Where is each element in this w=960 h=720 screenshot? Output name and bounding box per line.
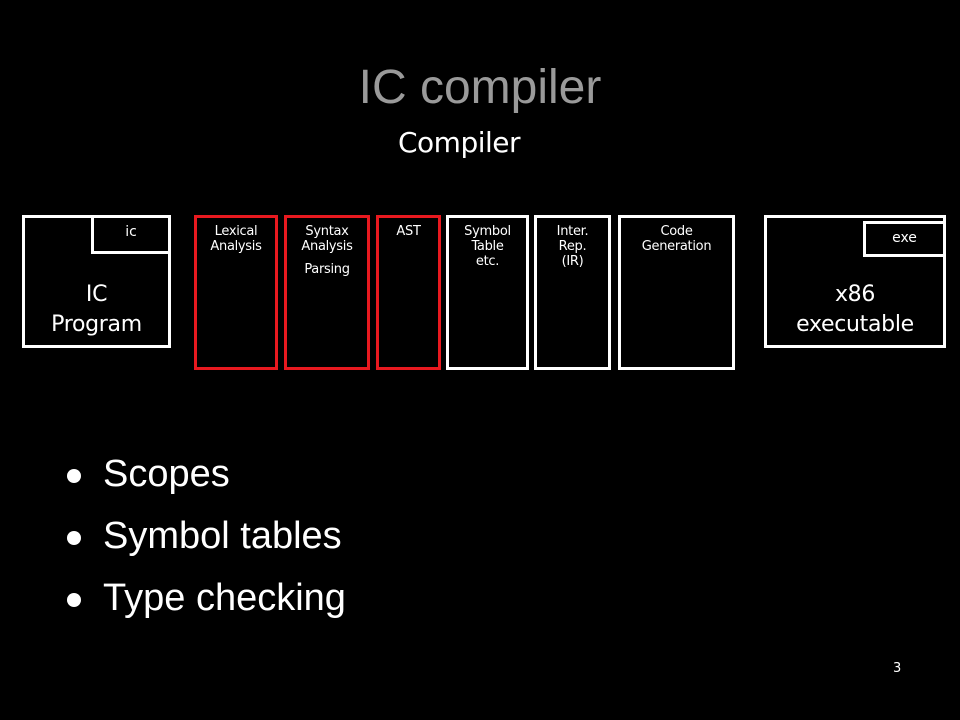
output-file-box: exe x86 executable xyxy=(764,215,946,348)
bullet-item: Scopes xyxy=(66,448,346,510)
diagram-subtitle: Compiler xyxy=(398,126,521,159)
stage-label: Inter. Rep. (IR) xyxy=(556,224,589,269)
bullet-item: Type checking xyxy=(66,572,346,634)
bullet-list: Scopes Symbol tables Type checking xyxy=(66,448,346,634)
stage-label: Syntax Analysis xyxy=(301,224,353,254)
stage-label: Code Generation xyxy=(641,224,712,254)
input-extension: ic xyxy=(125,224,137,240)
stage-ast: AST xyxy=(376,215,441,370)
input-file-label: IC Program xyxy=(51,282,142,337)
stage-syntax-analysis: Syntax Analysis Parsing xyxy=(284,215,370,370)
bullet-dot-icon xyxy=(67,593,81,607)
bullet-dot-icon xyxy=(67,469,81,483)
slide-title: IC compiler xyxy=(358,61,602,114)
stage-label: AST xyxy=(396,224,421,239)
output-file-label: x86 executable xyxy=(796,282,914,337)
bullet-text: Scopes xyxy=(103,453,230,495)
stage-label: Symbol Table etc. xyxy=(464,224,511,269)
stage-code-generation: Code Generation xyxy=(618,215,735,370)
bullet-text: Type checking xyxy=(103,577,346,619)
bullet-dot-icon xyxy=(67,531,81,545)
stage-lexical-analysis: Lexical Analysis xyxy=(194,215,278,370)
bullet-text: Symbol tables xyxy=(103,515,342,557)
page-number: 3 xyxy=(893,661,902,676)
input-extension-tab: ic xyxy=(91,218,168,254)
output-extension-tab: exe xyxy=(863,221,943,257)
input-file-box: ic IC Program xyxy=(22,215,171,348)
output-extension: exe xyxy=(892,230,917,246)
stage-intermediate-representation: Inter. Rep. (IR) xyxy=(534,215,611,370)
stage-label: Lexical Analysis xyxy=(210,224,262,254)
stage-sublabel: Parsing xyxy=(304,262,350,277)
stage-symbol-table: Symbol Table etc. xyxy=(446,215,529,370)
bullet-item: Symbol tables xyxy=(66,510,346,572)
